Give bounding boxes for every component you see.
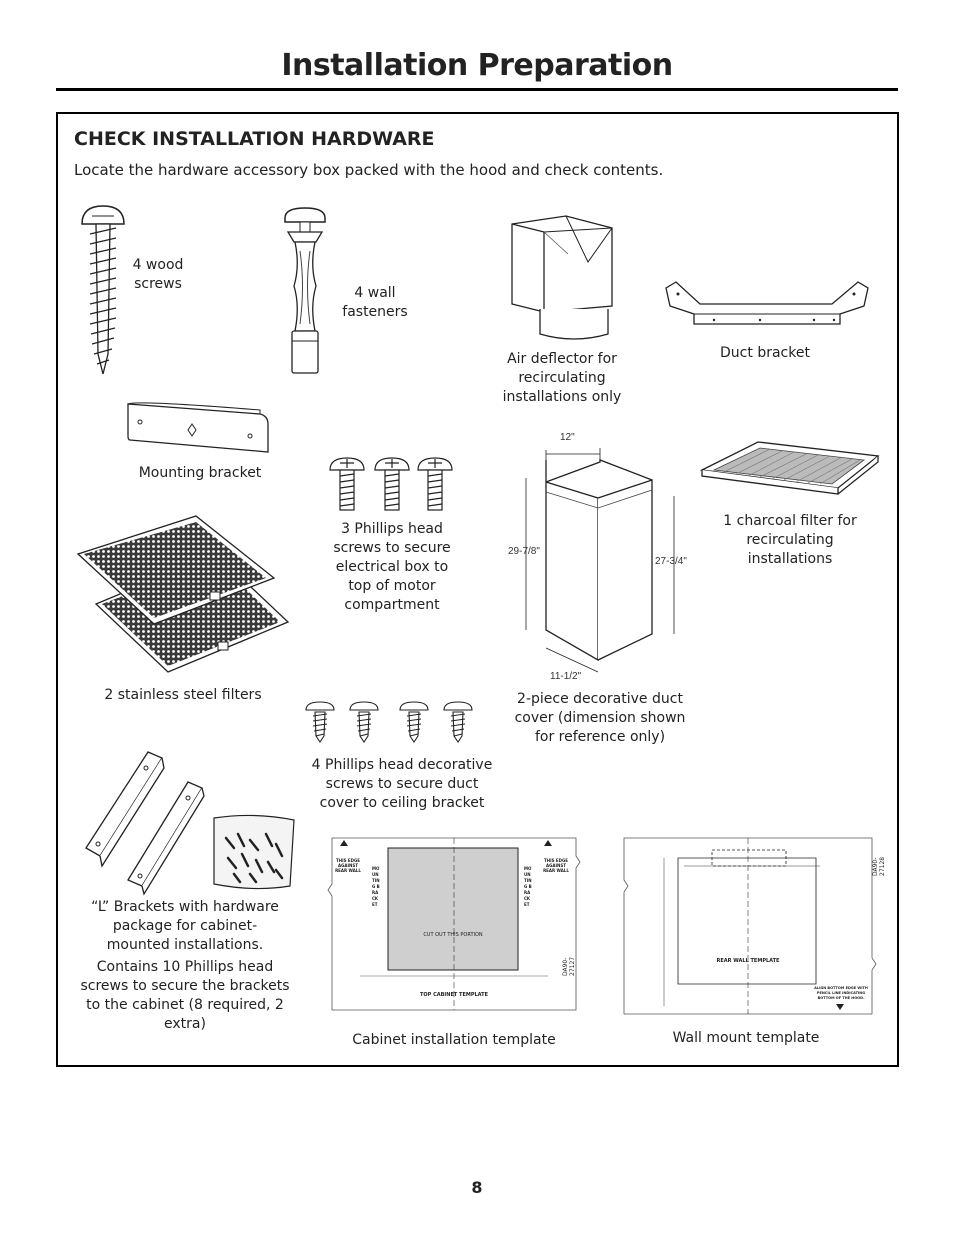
l-brackets-contents: Contains 10 Phillips head screws to secu… — [80, 959, 290, 1032]
cabinet-cutout-label: CUT OUT THIS PORTION — [423, 932, 483, 938]
phillips-4-caption: 4 Phillips head decorative screws to sec… — [311, 757, 493, 811]
cabinet-template-illustration: THIS EDGE AGAINST REAR WALL THIS EDGE AG… — [326, 836, 582, 1012]
wood-screws-caption: 4 wood screws — [132, 257, 184, 292]
cabinet-left-bracket-label: MOUNTING BRACKET — [372, 866, 380, 907]
cabinet-template-code: DA90-27127 — [562, 956, 576, 976]
phillips-3-caption: 3 Phillips head screws to secure electri… — [333, 521, 451, 613]
wall-align-note: ALIGN BOTTOM EDGE WITH PENCIL LINE INDIC… — [814, 986, 868, 1000]
intro-text: Locate the hardware accessory box packed… — [74, 161, 664, 179]
cabinet-right-bracket-label: MOUNTING BRACKET — [524, 866, 532, 907]
wall-template-caption: Wall mount template — [672, 1030, 820, 1046]
wall-template-illustration: REAR WALL TEMPLATE ALIGN BOTTOM EDGE WIT… — [620, 836, 886, 1016]
steel-filters-illustration — [76, 515, 290, 673]
duct-height-left-dim: 29-7/8" — [508, 546, 540, 557]
duct-cover-illustration — [525, 448, 675, 673]
cabinet-left-edge-note: THIS EDGE AGAINST REAR WALL — [335, 858, 361, 873]
charcoal-filter-illustration — [699, 441, 880, 495]
cabinet-right-edge-note: THIS EDGE AGAINST REAR WALL — [543, 858, 569, 873]
wall-fasteners-caption: 4 wall fasteners — [342, 285, 408, 320]
hardware-bag-illustration — [213, 814, 295, 890]
hardware-panel — [56, 112, 899, 1067]
duct-cover-caption: 2-piece decorative duct cover (dimension… — [514, 691, 686, 745]
phillips-screws-4-illustration — [305, 701, 473, 743]
l-brackets-illustration — [85, 751, 205, 896]
charcoal-filter-caption: 1 charcoal filter for recirculating inst… — [723, 513, 857, 567]
page-number: 8 — [471, 1178, 483, 1197]
duct-bracket-illustration — [665, 281, 869, 325]
section-heading: CHECK INSTALLATION HARDWARE — [74, 128, 435, 150]
cabinet-template-caption: Cabinet installation template — [352, 1032, 556, 1048]
title-rule — [56, 88, 898, 91]
page-title: Installation Preparation — [281, 48, 673, 83]
wall-template-code: DA90-27128 — [872, 856, 886, 876]
duct-height-right-dim: 27-3/4" — [655, 556, 687, 567]
air-deflector-caption: Air deflector for recirculating installa… — [502, 351, 622, 405]
wood-screw-illustration — [81, 205, 125, 375]
duct-width-dim: 12" — [560, 432, 575, 443]
wall-fastener-illustration — [284, 207, 326, 374]
cabinet-template-name: TOP CABINET TEMPLATE — [420, 992, 488, 998]
phillips-screws-3-illustration — [329, 457, 453, 511]
duct-bracket-caption: Duct bracket — [720, 345, 810, 361]
steel-filters-caption: 2 stainless steel filters — [104, 687, 262, 703]
air-deflector-illustration — [511, 215, 613, 340]
wall-template-name: REAR WALL TEMPLATE — [716, 958, 780, 964]
mounting-bracket-caption: Mounting bracket — [138, 465, 262, 481]
l-brackets-caption: “L” Brackets with hardware package for c… — [91, 899, 279, 953]
duct-depth-dim: 11-1/2" — [550, 671, 582, 682]
mounting-bracket-illustration — [127, 402, 269, 453]
